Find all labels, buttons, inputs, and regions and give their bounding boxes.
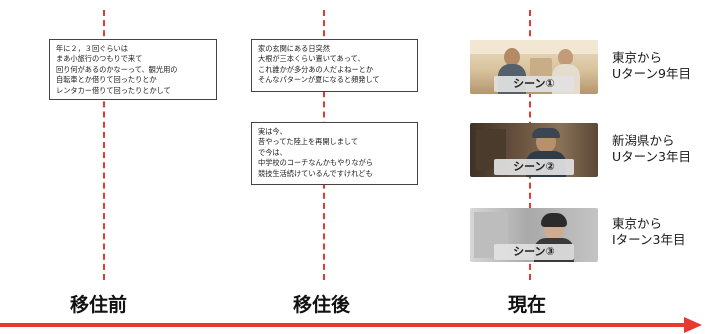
- timeline-arrow-line: [0, 323, 690, 327]
- timeline-arrow-head-icon: [684, 317, 702, 333]
- scene-caption-2: 新潟県から Uターン3年目: [612, 133, 691, 164]
- scene-label-2: シーン②: [494, 159, 574, 175]
- quote-box-before: 年に２，３回ぐらいは まあ小旅行のつもりで来て 回り何があるのかなーって、観光用…: [49, 39, 217, 100]
- scene-caption-1: 東京から Uターン9年目: [612, 50, 691, 81]
- phase-label-after: 移住後: [293, 294, 351, 316]
- timeline-marker-before: [103, 10, 105, 280]
- scene-label-3: シーン③: [494, 244, 574, 260]
- scene-thumbnail-3: シーン③: [470, 208, 598, 262]
- quote-box-after-2: 実は今、 昔やってた陸上を再開しまして で今は、 中学校のコーチなんかもやりなが…: [251, 122, 418, 185]
- scene-caption-3: 東京から Iターン3年目: [612, 216, 686, 247]
- phase-label-now: 現在: [508, 294, 547, 316]
- quote-box-after-1: 家の玄関にある日突然 大根が三本くらい置いてあって、 これ誰かが多分あの人だよね…: [251, 39, 418, 92]
- scene-label-1: シーン①: [494, 76, 574, 92]
- phase-label-before: 移住前: [70, 294, 128, 316]
- scene-thumbnail-2: シーン②: [470, 123, 598, 177]
- scene-thumbnail-1: シーン①: [470, 40, 598, 94]
